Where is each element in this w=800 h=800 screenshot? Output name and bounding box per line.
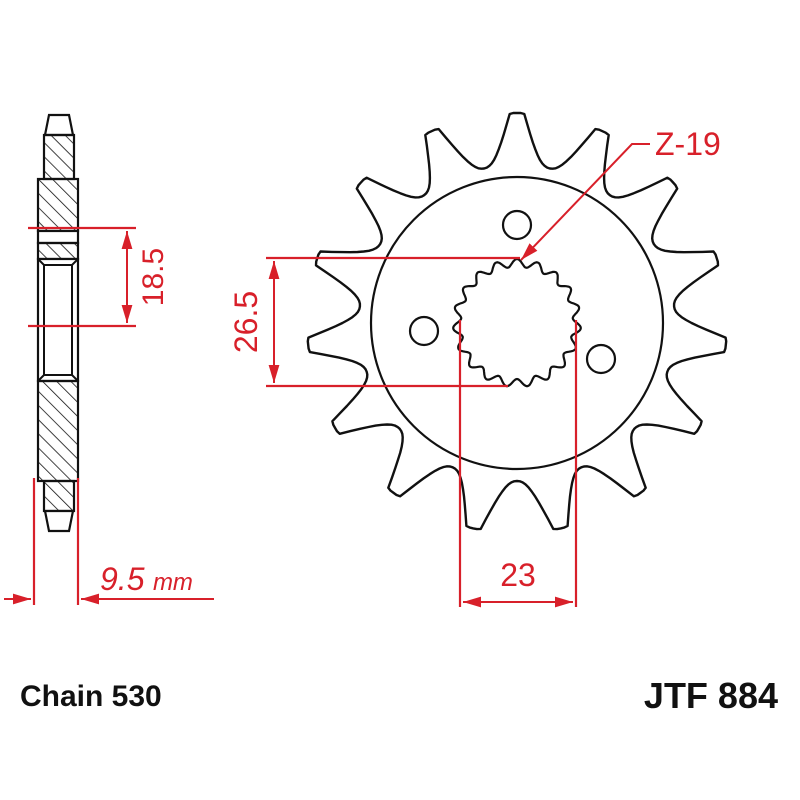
dim-label-18-5: 18.5 <box>137 248 170 306</box>
dimension-9-5: 9.5 mm <box>4 478 214 605</box>
dimension-18-5: 18.5 <box>28 226 170 328</box>
dim-label-23: 23 <box>500 557 536 593</box>
front-view <box>306 111 728 531</box>
side-view <box>36 113 80 533</box>
teeth-count-label: Z-19 <box>655 126 721 162</box>
mounting-hole-1 <box>501 209 533 241</box>
dimension-23: 23 <box>458 320 578 608</box>
side-hub-hatch-top <box>36 241 80 261</box>
side-gap-band <box>36 229 80 245</box>
dim-label-26-5: 26.5 <box>228 291 264 353</box>
splined-bore <box>452 257 582 388</box>
dim-label-9-5: 9.5 mm <box>100 561 193 597</box>
side-top-tip <box>43 113 75 137</box>
sprocket-outer-profile <box>306 111 728 531</box>
mounting-hole-3 <box>585 343 617 375</box>
leader-z-19: Z-19 <box>520 126 721 261</box>
chain-size-label: Chain 530 <box>20 680 162 713</box>
side-upper-hatch-wide <box>36 177 80 233</box>
dimension-26-5: 26.5 <box>228 256 520 388</box>
side-lower-hatch <box>36 379 80 483</box>
part-number-label: JTF 884 <box>644 675 778 716</box>
side-bottom-tip <box>43 509 75 533</box>
side-bore-inner <box>37 258 79 382</box>
mounting-hole-2 <box>408 315 440 347</box>
hub-circle <box>369 175 665 471</box>
side-upper-hatch <box>42 133 76 181</box>
side-lower-hatch-narrow <box>42 479 76 513</box>
